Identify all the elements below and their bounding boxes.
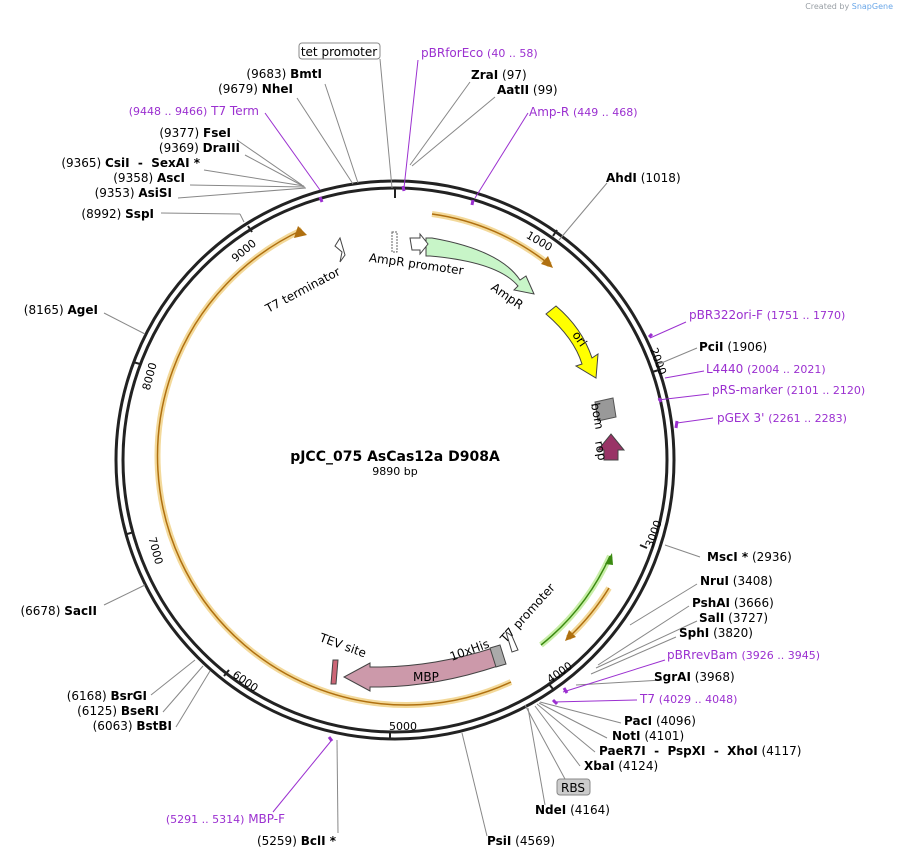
credit-brand: SnapGene <box>851 2 893 11</box>
enzyme-sspi: (8992) SspI <box>81 207 154 221</box>
enzyme-bstbi: (6063) BstBI <box>93 719 172 733</box>
green-arrowhead <box>605 553 613 565</box>
primer-pgex3: pGEX 3' (2261 .. 2283) <box>717 411 847 425</box>
primer-prs-marker: pRS-marker (2101 .. 2120) <box>712 383 865 397</box>
primer-marks <box>318 185 679 742</box>
mbp-label: MBP <box>413 670 439 684</box>
enzyme-ahdi: AhdI (1018) <box>606 171 681 185</box>
bom-box <box>594 397 617 422</box>
enzyme-aatii: AatII (99) <box>497 83 558 97</box>
primer-leaders <box>264 59 714 813</box>
tick-5000: 5000 <box>389 720 417 733</box>
enzyme-paci: PacI (4096) <box>624 714 696 728</box>
primer-labels: pBRforEco (40 .. 58) (9448 .. 9466) T7 T… <box>129 46 865 826</box>
enzyme-sali: SalI (3727) <box>699 611 768 625</box>
credit-prefix: Created by <box>805 2 850 11</box>
bom-label: bom <box>588 402 606 431</box>
rbs-label: RBS <box>561 781 585 795</box>
primer-t7: T7 (4029 .. 4048) <box>639 692 737 706</box>
primer-t7-term: (9448 .. 9466) T7 Term <box>129 104 259 118</box>
t7-promoter-arrow <box>505 630 519 653</box>
his-tag-box <box>489 644 507 668</box>
primer-amp-r: Amp-R (449 .. 468) <box>529 105 638 119</box>
ori-arrow <box>545 305 599 379</box>
tev-site-label: TEV site <box>317 630 368 660</box>
enzyme-asisi: (9353) AsiSI <box>95 186 172 200</box>
enzyme-msci: MscI * (2936) <box>707 550 792 564</box>
tet-promoter-label: tet promoter <box>301 45 377 59</box>
rop-label: rop <box>592 440 609 462</box>
tick-6000: 6000 <box>230 668 260 695</box>
tet-promoter-leader <box>379 58 393 189</box>
enzyme-nrui: NruI (3408) <box>700 574 773 588</box>
orange-feature-large-line <box>156 229 512 706</box>
orange-feature-top-line <box>431 213 551 266</box>
enzyme-csii-sexai: (9365) CsiI - SexAI * <box>61 156 200 170</box>
enzyme-asci: (9358) AscI <box>113 171 185 185</box>
rop-arrow <box>596 433 626 461</box>
enzyme-zrai: ZraI (97) <box>471 68 527 82</box>
enzyme-bsrgi: (6168) BsrGI <box>67 689 147 703</box>
enzyme-psii: PsiI (4569) <box>487 834 555 848</box>
enzyme-bcli: (5259) BclI * <box>257 834 337 848</box>
snapgene-credit: Created by SnapGene <box>805 2 893 11</box>
enzyme-labels-right: ZraI (97) AatII (99) AhdI (1018) PciI (1… <box>471 68 801 848</box>
enzyme-sgrai: SgrAI (3968) <box>654 670 735 684</box>
tev-site-arrow <box>330 659 339 685</box>
tick-4000: 4000 <box>544 659 574 686</box>
mbp-arrow <box>342 647 499 692</box>
enzyme-agei: (8165) AgeI <box>24 303 98 317</box>
rbs-leader <box>524 704 566 780</box>
enzyme-sacii: (6678) SacII <box>20 604 97 618</box>
t7-terminator-label: T7 terminator <box>262 264 342 316</box>
enzyme-labels-left: (9683) BmtI (9679) NheI (9377) FseI (936… <box>20 67 336 848</box>
tet-promoter-box <box>298 42 381 60</box>
orange-arrowhead-3 <box>565 630 576 641</box>
enzyme-bseri: (6125) BseRI <box>77 704 159 718</box>
enzyme-pshai: PshAI (3666) <box>692 596 774 610</box>
primer-pbrrevbam: pBRrevBam (3926 .. 3945) <box>667 648 820 662</box>
orange-arrowhead-1 <box>294 226 307 238</box>
green-feature-line <box>540 555 611 646</box>
tick-8000: 8000 <box>140 361 160 391</box>
enzyme-xbai: XbaI (4124) <box>584 759 658 773</box>
plasmid-length: 9890 bp <box>372 465 417 478</box>
plasmid-name: pJCC_075 AsCas12a D908A <box>290 449 500 465</box>
t7-terminator-arrow <box>334 236 346 263</box>
primer-pbr322ori-f: pBR322ori-F (1751 .. 1770) <box>689 308 845 322</box>
enzyme-sphi: SphI (3820) <box>679 626 753 640</box>
ampr-promoter-arrow <box>409 232 429 256</box>
enzyme-ndei: NdeI (4164) <box>535 803 610 817</box>
tick-7000: 7000 <box>146 536 166 566</box>
enzyme-draiii: (9369) DraIII <box>159 141 240 155</box>
enzyme-fsei: (9377) FseI <box>159 126 231 140</box>
enzyme-bmti: (9683) BmtI <box>246 67 322 81</box>
primer-mbp-f: (5291 .. 5314) MBP-F <box>166 812 285 826</box>
enzyme-noti: NotI (4101) <box>612 729 684 743</box>
enzyme-pcii: PciI (1906) <box>699 340 767 354</box>
primer-pbrforeco: pBRforEco (40 .. 58) <box>421 46 538 60</box>
enzyme-paer7i-pspxi-xhoi: PaeR7I - PspXI - XhoI (4117) <box>599 744 801 758</box>
ampr-arrow <box>425 237 535 295</box>
primer-l4440: L4440 (2004 .. 2021) <box>706 362 826 376</box>
rbs-box <box>556 778 591 796</box>
leader-lines <box>103 81 701 837</box>
small-feature-marker <box>391 231 398 253</box>
backbone-outer <box>114 179 676 741</box>
enzyme-nhei: (9679) NheI <box>218 82 293 96</box>
orange-arrowhead-2 <box>541 256 553 268</box>
